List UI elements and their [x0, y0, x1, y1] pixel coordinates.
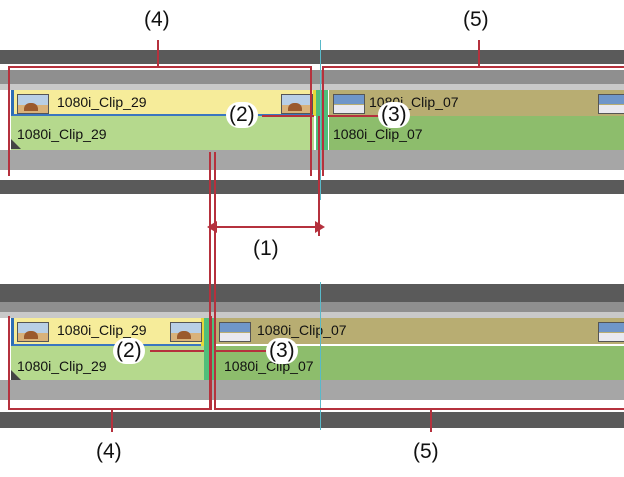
audio-corner-marker	[11, 139, 21, 149]
track-band	[0, 150, 624, 170]
annotation-leader	[478, 40, 480, 68]
audio-clip-name: 1080i_Clip_07	[333, 126, 423, 142]
annotation-connector	[150, 350, 204, 352]
track-band	[0, 302, 624, 312]
annotation-leader	[111, 408, 113, 432]
track-band	[0, 50, 624, 64]
label-1: (1)	[253, 237, 279, 260]
playhead-line	[320, 40, 321, 200]
track-band	[0, 180, 624, 194]
annotation-connector	[328, 115, 380, 117]
video-clip-left[interactable]	[11, 90, 316, 116]
playhead-line	[320, 282, 321, 430]
label-5-top: (5)	[463, 8, 489, 31]
desert-thumbnail-icon	[281, 94, 313, 114]
label-4-top: (4)	[144, 8, 170, 31]
annotation-bracket-5-top	[322, 66, 624, 176]
track-band	[0, 284, 624, 302]
desert-thumbnail-icon	[17, 94, 49, 114]
annotation-connector	[262, 115, 314, 117]
label-3-top: (3)	[378, 102, 410, 128]
audio-clip-right[interactable]	[329, 116, 624, 150]
desert-thumbnail-icon	[17, 322, 49, 342]
annotation-leader	[157, 40, 159, 68]
label-2-bottom: (2)	[113, 338, 145, 364]
track-separator	[0, 84, 624, 90]
annotation-bracket-4-bottom	[8, 316, 212, 410]
audio-clip-name: 1080i_Clip_29	[17, 358, 107, 374]
annotation-bracket-5-bottom	[214, 316, 624, 410]
clip-name: 1080i_Clip_07	[257, 322, 347, 338]
track-band	[0, 380, 624, 400]
label-3-bottom: (3)	[266, 338, 298, 364]
annotation-leader	[430, 408, 432, 432]
annotation-vertical	[214, 152, 216, 410]
label-2-top: (2)	[226, 102, 258, 128]
label-5-bottom: (5)	[413, 440, 439, 463]
audio-clip-left[interactable]	[11, 116, 314, 150]
clip-name: 1080i_Clip_29	[57, 322, 147, 338]
track-band	[0, 412, 624, 428]
track-separator	[0, 312, 624, 318]
sea-thumbnail-icon	[333, 94, 365, 114]
sea-thumbnail-icon	[598, 322, 624, 342]
audio-clip-name: 1080i_Clip_29	[17, 126, 107, 142]
annotation-bracket-4-top	[8, 66, 312, 176]
annotation-vertical	[209, 152, 211, 410]
annotation-bracket-foot	[8, 174, 10, 176]
duration-arrow	[207, 221, 325, 233]
audio-corner-marker	[11, 370, 21, 380]
annotation-connector	[216, 350, 272, 352]
clip-name: 1080i_Clip_29	[57, 94, 147, 110]
track-band	[0, 70, 624, 84]
annotation-vertical	[318, 116, 320, 236]
label-4-bottom: (4)	[96, 440, 122, 463]
sea-thumbnail-icon	[598, 94, 624, 114]
sea-thumbnail-icon	[219, 322, 251, 342]
desert-thumbnail-icon	[170, 322, 202, 342]
